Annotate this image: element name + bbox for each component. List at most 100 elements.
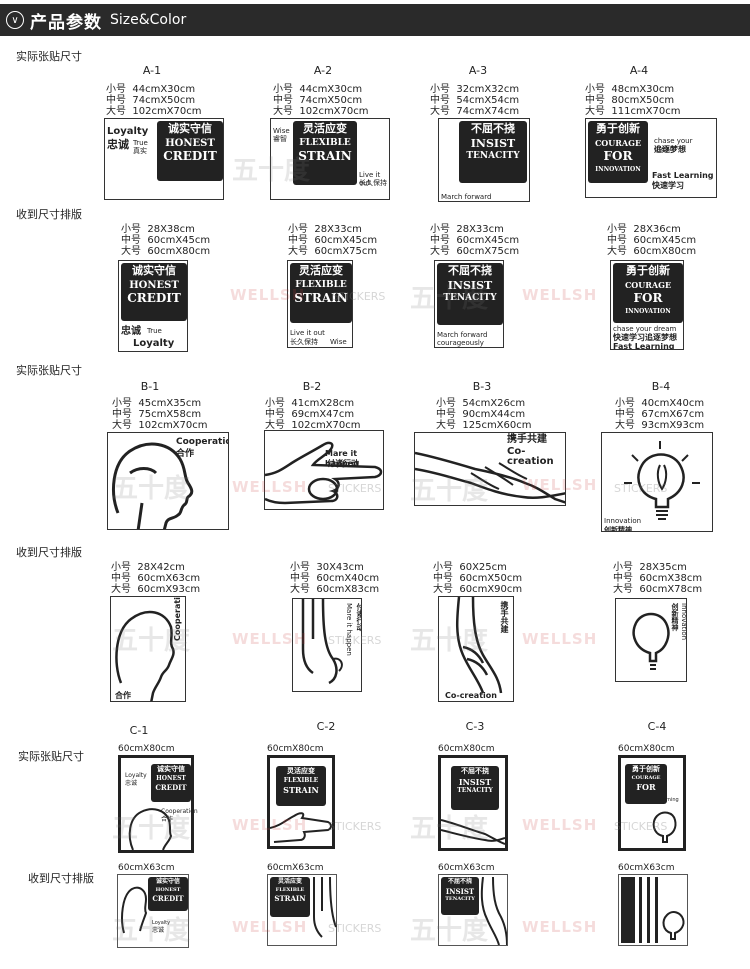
watermark-brand: WELLSH <box>232 918 308 936</box>
lightbulb-graphic <box>652 811 677 843</box>
divider-line <box>655 877 658 943</box>
label-received-b: 收到尺寸排版 <box>16 546 82 559</box>
lightbulb-graphic <box>632 612 670 670</box>
speech-bubble: 不屈不挠 INSIST TENACITY <box>459 121 527 183</box>
sizes-b4: 小号 40cmX40cm 中号 67cmX67cm 大号 93cmX93cm <box>615 398 705 431</box>
watermark-stickers: STICKERS <box>614 820 668 833</box>
speech-bubble: 勇于创新 COURAGE FOR INNOVATION <box>588 121 648 183</box>
speech-bubble: 不屈不挠 INSIST TENACITY <box>451 766 499 810</box>
watermark-brand: WELLSH <box>232 816 308 834</box>
code-a4: A-4 <box>629 64 649 77</box>
sizes-a3: 小号 32cmX32cm 中号 54cmX54cm 大号 74cmX74cm <box>430 84 520 117</box>
speech-bubble: 灵活应变 FLEXIBLE STRAIN <box>270 877 310 917</box>
sizes-a1: 小号 44cmX30cm 中号 74cmX50cm 大号 102cmX70cm <box>106 84 202 117</box>
watermark-stickers: STICKERS <box>614 482 668 495</box>
rsizes-b2: 小号 30X43cm 中号 60cmX40cm 大号 60cmX83cm <box>290 562 380 595</box>
pointing-hand-graphic <box>313 877 337 938</box>
watermark-stickers: STICKERS <box>328 482 382 495</box>
speech-bubble: 勇于创新 COURAGE FOR INNOVATION <box>613 263 683 323</box>
watermark-logo: 五十度 <box>410 284 489 314</box>
frame-c4-actual: 勇于创新 COURAGE FOR Fast Learning <box>618 755 686 851</box>
sticker-b1-received: 合作 Cooperation <box>110 596 186 702</box>
code-a3: A-3 <box>468 64 488 77</box>
sticker-b1-actual: Cooperation 合作 <box>107 432 229 530</box>
code-c1: C-1 <box>129 724 149 737</box>
watermark-brand: WELLSH <box>522 476 598 494</box>
label-actual-c: 实际张贴尺寸 <box>18 750 84 763</box>
head-silhouette-graphic <box>121 886 148 934</box>
layout-c3-received: 不屈不挠 INSIST TENACITY <box>438 874 508 946</box>
handshake-graphic <box>456 597 503 694</box>
watermark-logo: 五十度 <box>410 916 489 946</box>
code-b2: B-2 <box>302 380 322 393</box>
sizes-a4: 小号 48cmX30cm 中号 80cmX50cm 大号 111cmX70cm <box>585 84 681 117</box>
watermark-logo: 五十度 <box>232 156 311 186</box>
sticker-a1-received: 诚实守信 HONEST CREDIT 忠诚 True Loyalty <box>118 260 188 352</box>
sizes-b1: 小号 45cmX35cm 中号 75cmX58cm 大号 102cmX70cm <box>112 398 208 431</box>
watermark-stickers: STICKERS <box>328 820 382 833</box>
handshake-graphic <box>441 819 505 845</box>
divider-line <box>647 877 650 943</box>
head-silhouette-graphic <box>112 442 194 529</box>
sticker-b2-actual: Mare it happen 付诸行动 <box>264 430 384 510</box>
speech-bubble: 灵活应变 FLEXIBLE STRAIN <box>276 766 326 806</box>
csize-c3: 60cmX80cm <box>438 744 495 754</box>
speech-bubble: 灵活应变 FLEXIBLE STRAIN <box>293 121 357 185</box>
rsizes-a3: 小号 28X33cm 中号 60cmX45cm 大号 60cmX75cm <box>430 224 520 257</box>
sizes-a2: 小号 44cmX30cm 中号 74cmX50cm 大号 102cmX70cm <box>273 84 369 117</box>
rcsize-c1: 60cmX63cm <box>118 863 175 873</box>
watermark-logo: 五十度 <box>410 626 489 656</box>
rsizes-a1: 小号 28X38cm 中号 60cmX45cm 大号 60cmX80cm <box>121 224 211 257</box>
watermark-brand: WELLSH <box>522 816 598 834</box>
pointing-hand-graphic <box>265 441 383 505</box>
lightbulb-graphic <box>662 911 685 940</box>
sticker-a1-actual: Loyalty 忠诚 True 真实 诚实守信 HONEST CREDIT <box>104 118 224 200</box>
speech-bubble: 诚实守信 HONEST CREDIT <box>148 877 188 911</box>
frame-c2-actual: 灵活应变 FLEXIBLE STRAIN <box>267 755 335 849</box>
rcsize-c2: 60cmX63cm <box>267 863 324 873</box>
watermark-stickers: STICKERS <box>332 290 386 303</box>
divider-line <box>639 877 642 943</box>
sticker-b3-actual: 携手共建 Co-creation <box>414 432 566 506</box>
watermark-logo: 五十度 <box>112 814 191 844</box>
frame-c1-actual: 诚实守信 HONEST CREDIT Loyalty 忠诚 Cooperatio… <box>118 755 198 853</box>
code-b1: B-1 <box>140 380 160 393</box>
layout-c4-received <box>618 874 688 946</box>
speech-bubble: 诚实守信 HONEST CREDIT <box>151 764 191 802</box>
label-received-a: 收到尺寸排版 <box>16 208 82 221</box>
code-b3: B-3 <box>472 380 492 393</box>
section-subtitle: Size&Color <box>110 12 187 28</box>
csize-c1: 60cmX80cm <box>118 744 175 754</box>
code-a1: A-1 <box>142 64 162 77</box>
watermark-brand: WELLSH <box>232 630 308 648</box>
sticker-a2-actual: Wise 睿智 灵活应变 FLEXIBLE STRAIN Live it out… <box>270 118 390 200</box>
sticker-a3-actual: 不屈不挠 INSIST TENACITY March forward coura… <box>438 118 530 202</box>
watermark-brand: WELLSH <box>232 478 308 496</box>
rcsize-c4: 60cmX63cm <box>618 863 675 873</box>
speech-bubble: 诚实守信 HONEST CREDIT <box>121 263 187 321</box>
sticker-a4-actual: 勇于创新 COURAGE FOR INNOVATION chase your d… <box>585 118 717 198</box>
sizes-b3: 小号 54cmX26cm 中号 90cmX44cm 大号 125cmX60cm <box>436 398 532 431</box>
watermark-stickers: STICKERS <box>328 922 382 935</box>
section-header: ∨ 产品参数 Size&Color <box>0 4 750 36</box>
csize-c2: 60cmX80cm <box>267 744 324 754</box>
speech-bubble: 勇于创新 COURAGE FOR <box>625 764 667 804</box>
watermark-logo: 五十度 <box>410 476 489 506</box>
sticker-b4-received: 创新精神 Innovation <box>615 598 687 682</box>
layout-c2-received: 灵活应变 FLEXIBLE STRAIN <box>267 874 337 946</box>
rsizes-a2: 小号 28X33cm 中号 60cmX45cm 大号 60cmX75cm <box>288 224 378 257</box>
rsizes-b1: 小号 28X42cm 中号 60cmX63cm 大号 60cmX93cm <box>111 562 201 595</box>
label-actual-a: 实际张贴尺寸 <box>16 50 82 63</box>
watermark-brand: WELLSH <box>522 286 598 304</box>
vertical-bubble-strip <box>621 877 635 943</box>
rcsize-c3: 60cmX63cm <box>438 863 495 873</box>
pointing-hand-graphic <box>270 812 332 843</box>
sticker-a3-received: 不屈不挠 INSIST TENACITY March forward coura… <box>434 260 504 348</box>
code-c2: C-2 <box>316 720 336 733</box>
speech-bubble: 不屈不挠 INSIST TENACITY <box>441 877 479 915</box>
code-c4: C-4 <box>647 720 667 733</box>
code-c3: C-3 <box>465 720 485 733</box>
handshake-graphic <box>415 451 565 504</box>
chevron-down-circle-icon: ∨ <box>6 11 24 29</box>
lightbulb-graphic <box>624 441 700 520</box>
